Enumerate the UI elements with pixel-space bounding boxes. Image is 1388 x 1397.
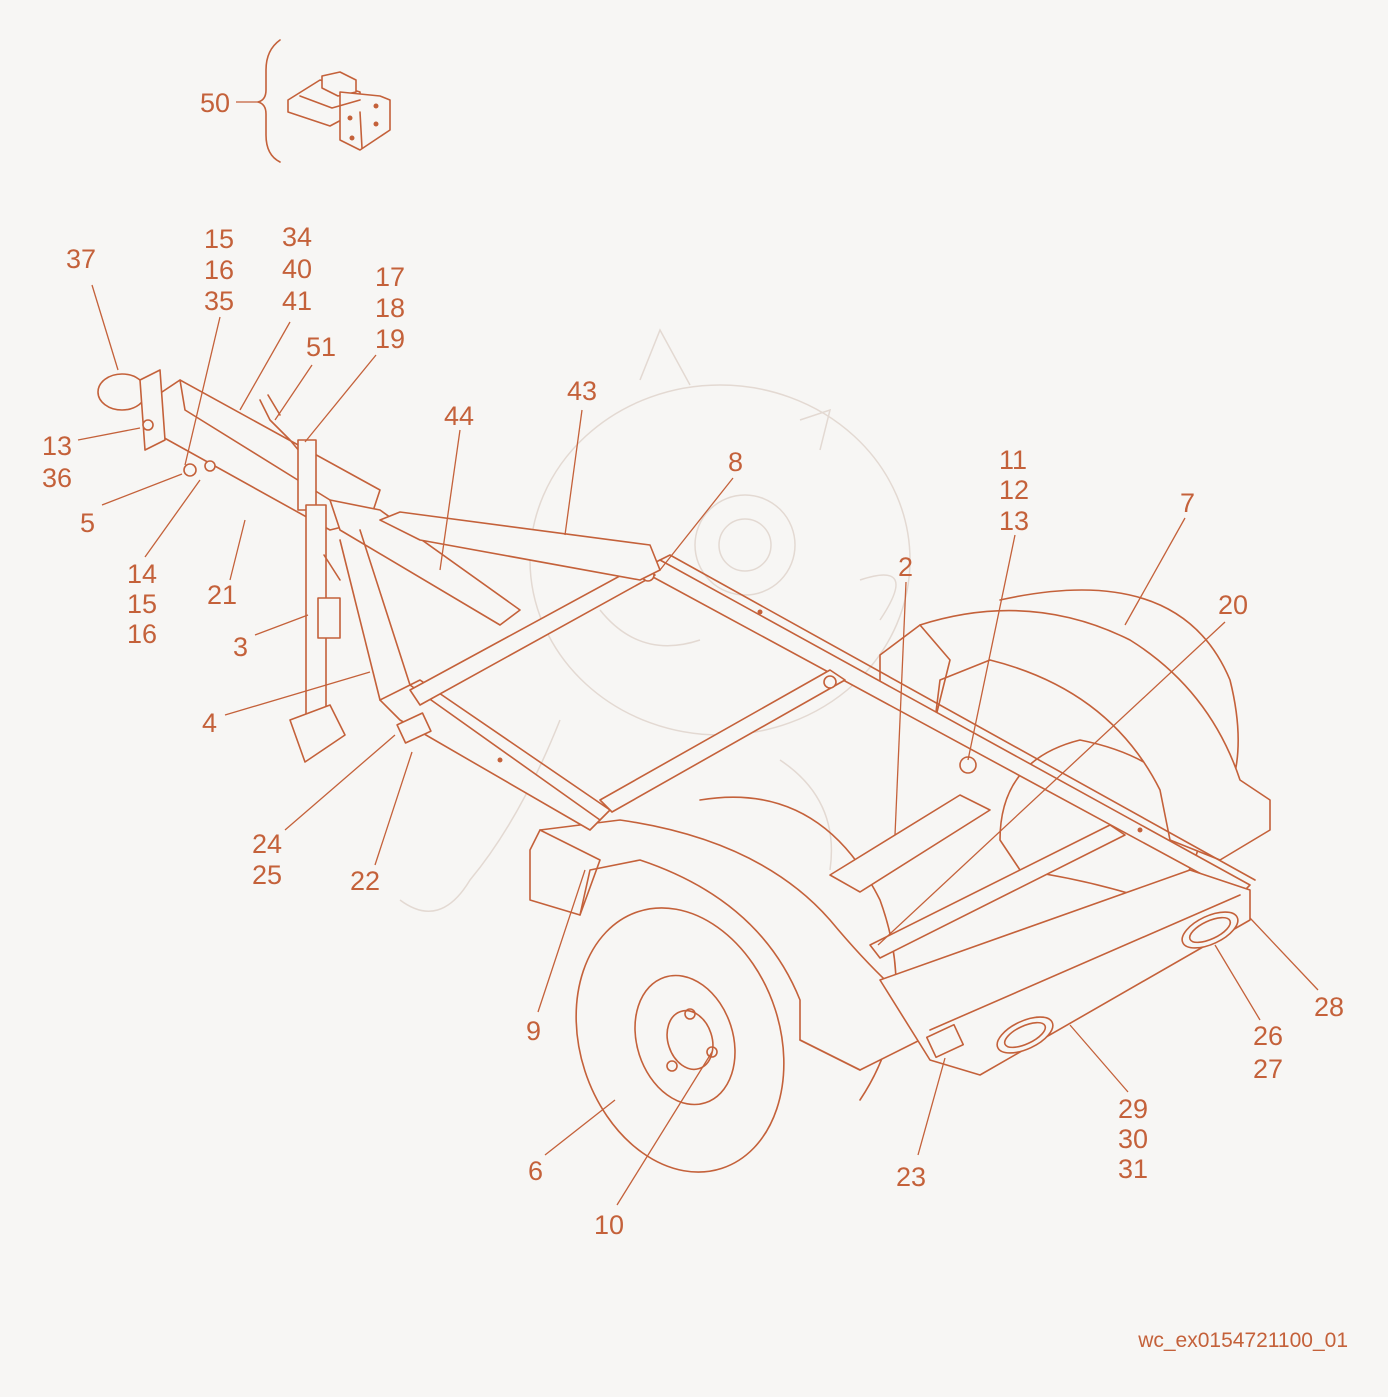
callout-12: 12 <box>999 475 1029 505</box>
callout-31: 31 <box>1118 1154 1148 1184</box>
callout-27: 27 <box>1253 1054 1283 1084</box>
callout-13: 13 <box>42 431 72 461</box>
callout-15: 15 <box>204 224 234 254</box>
callout-37: 37 <box>66 244 96 274</box>
detail-50-bracket <box>257 39 391 163</box>
callout-36: 36 <box>42 463 72 493</box>
callout-11: 11 <box>999 445 1027 475</box>
callout-21: 21 <box>207 580 237 610</box>
watermark-figure <box>399 328 911 912</box>
callout-40: 40 <box>282 254 312 284</box>
callout-51: 51 <box>306 332 336 362</box>
callout-18: 18 <box>375 293 405 323</box>
callout-22: 22 <box>350 866 380 896</box>
callout-6: 6 <box>528 1156 543 1186</box>
callout-35: 35 <box>204 286 234 316</box>
callout-25: 25 <box>252 860 282 890</box>
callout-24: 24 <box>252 829 282 859</box>
callout-29: 29 <box>1118 1094 1148 1124</box>
callout-8: 8 <box>728 447 743 477</box>
callout-20: 20 <box>1218 590 1248 620</box>
callout-23: 23 <box>896 1162 926 1192</box>
callout-9: 9 <box>526 1016 541 1046</box>
tongue-drawbar <box>97 369 661 763</box>
callout-3: 3 <box>233 632 248 662</box>
callout-15b: 15 <box>127 589 157 619</box>
callout-26: 26 <box>1253 1021 1283 1051</box>
callout-16: 16 <box>204 255 234 285</box>
callout-labels: 50 37 15 16 35 34 40 41 17 18 19 51 13 3… <box>42 88 1344 1240</box>
callout-50: 50 <box>200 88 230 118</box>
callout-19: 19 <box>375 324 405 354</box>
callout-7: 7 <box>1180 488 1195 518</box>
callout-17: 17 <box>375 262 405 292</box>
callout-44: 44 <box>444 401 474 431</box>
callout-2: 2 <box>898 552 913 582</box>
callout-41: 41 <box>282 286 312 316</box>
callout-14: 14 <box>127 559 157 589</box>
callout-28: 28 <box>1314 992 1344 1022</box>
callout-5: 5 <box>80 508 95 538</box>
callout-10: 10 <box>594 1210 624 1240</box>
callout-43: 43 <box>567 376 597 406</box>
leader-lines <box>77 101 1319 1206</box>
fender-right <box>879 609 1271 861</box>
callout-30: 30 <box>1118 1124 1148 1154</box>
callout-4: 4 <box>202 708 217 738</box>
callout-13b: 13 <box>999 506 1029 536</box>
callout-16b: 16 <box>127 619 157 649</box>
main-frame <box>379 554 1256 1076</box>
callout-34: 34 <box>282 222 312 252</box>
drawing-number: wc_ex0154721100_01 <box>1138 1329 1348 1352</box>
